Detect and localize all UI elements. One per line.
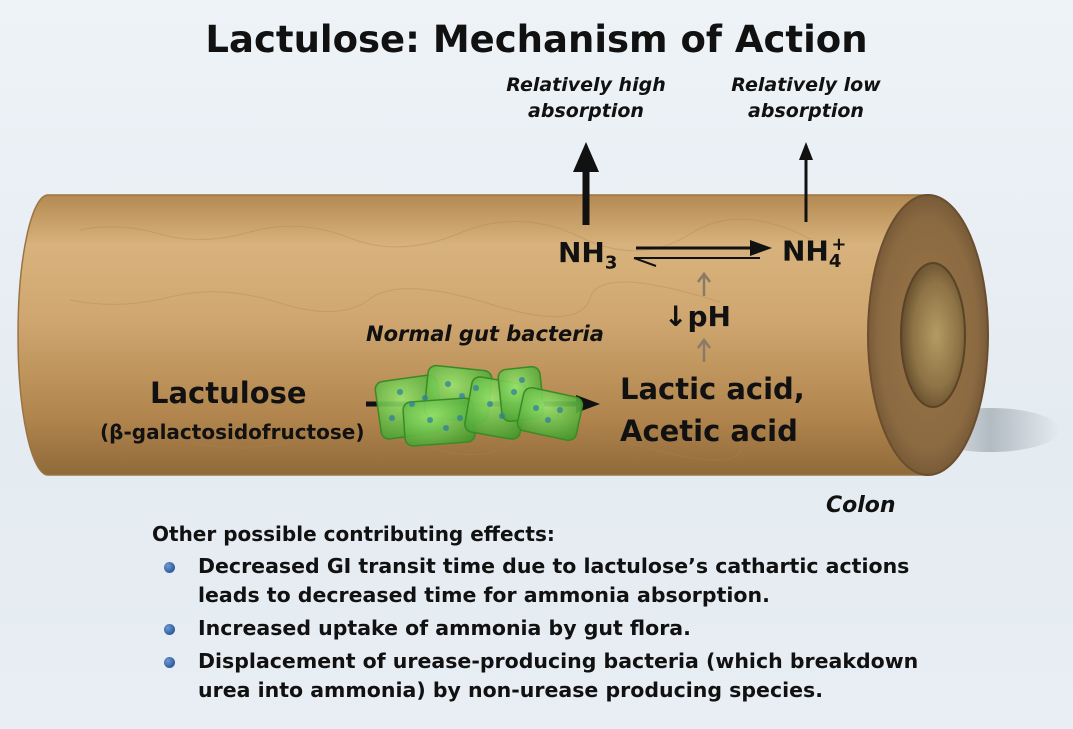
nh4-label: NH4+ (782, 234, 847, 272)
absorption-low-line-1: Relatively low (731, 74, 881, 96)
lactulose-chemical-name: (β-galactosidofructose) (100, 420, 365, 444)
list-item: Displacement of urease-producing bacteri… (152, 647, 1032, 705)
other-effects-section: Other possible contributing effects: Dec… (152, 522, 1032, 709)
absorption-low-line-2: absorption (748, 100, 864, 122)
other-effects-list: Decreased GI transit time due to lactulo… (152, 552, 1032, 705)
low-absorption-arrow-head (799, 142, 813, 160)
ph-label: ↓pH (664, 300, 731, 333)
bullet-icon (164, 624, 175, 635)
bacteria-dna-specks (389, 377, 563, 431)
bullet-icon (164, 562, 175, 573)
effect-2-line-1: Increased uptake of ammonia by gut flora… (198, 616, 691, 640)
effect-3-line-1: Displacement of urease-producing bacteri… (198, 649, 919, 673)
effect-1-line-1: Decreased GI transit time due to lactulo… (198, 554, 910, 578)
effect-3-line-2: urea into ammonia) by non-urease produci… (198, 678, 824, 702)
other-effects-heading: Other possible contributing effects: (152, 522, 555, 546)
nh4-superscript: + (831, 234, 847, 255)
nh3-text: NH (558, 236, 605, 269)
lactic-acid-label: Lactic acid, (620, 372, 805, 406)
lactulose-label: Lactulose (150, 376, 307, 410)
ph-down-arrow-icon: ↓ (664, 300, 688, 333)
ph-arrows (697, 271, 711, 362)
absorption-high-label: Relatively high absorption (466, 72, 706, 124)
nh4-text: NH (782, 234, 829, 268)
ph-text: pH (687, 300, 731, 333)
list-item: Increased uptake of ammonia by gut flora… (152, 614, 1032, 643)
nh3-label: NH3 (558, 236, 617, 274)
bullet-icon (164, 657, 175, 668)
colon-tube-body (17, 194, 929, 476)
acetic-acid-label: Acetic acid (620, 414, 798, 448)
bacteria-label: Normal gut bacteria (366, 322, 604, 346)
nh3-subscript: 3 (604, 252, 618, 274)
absorption-low-label: Relatively low absorption (686, 72, 926, 124)
high-absorption-arrow-head (573, 142, 599, 172)
effect-1-line-2: leads to decreased time for ammonia abso… (198, 583, 770, 607)
slide-title: Lactulose: Mechanism of Action (205, 18, 868, 61)
absorption-high-line-2: absorption (528, 100, 644, 122)
colon-lumen (900, 262, 966, 408)
nh4-subscript: 4 (828, 250, 842, 272)
equilibrium-forward-head (750, 240, 772, 256)
colon-label: Colon (826, 493, 896, 518)
absorption-high-line-1: Relatively high (506, 74, 666, 96)
list-item: Decreased GI transit time due to lactulo… (152, 552, 1032, 610)
equilibrium-reverse-barb (633, 257, 657, 267)
